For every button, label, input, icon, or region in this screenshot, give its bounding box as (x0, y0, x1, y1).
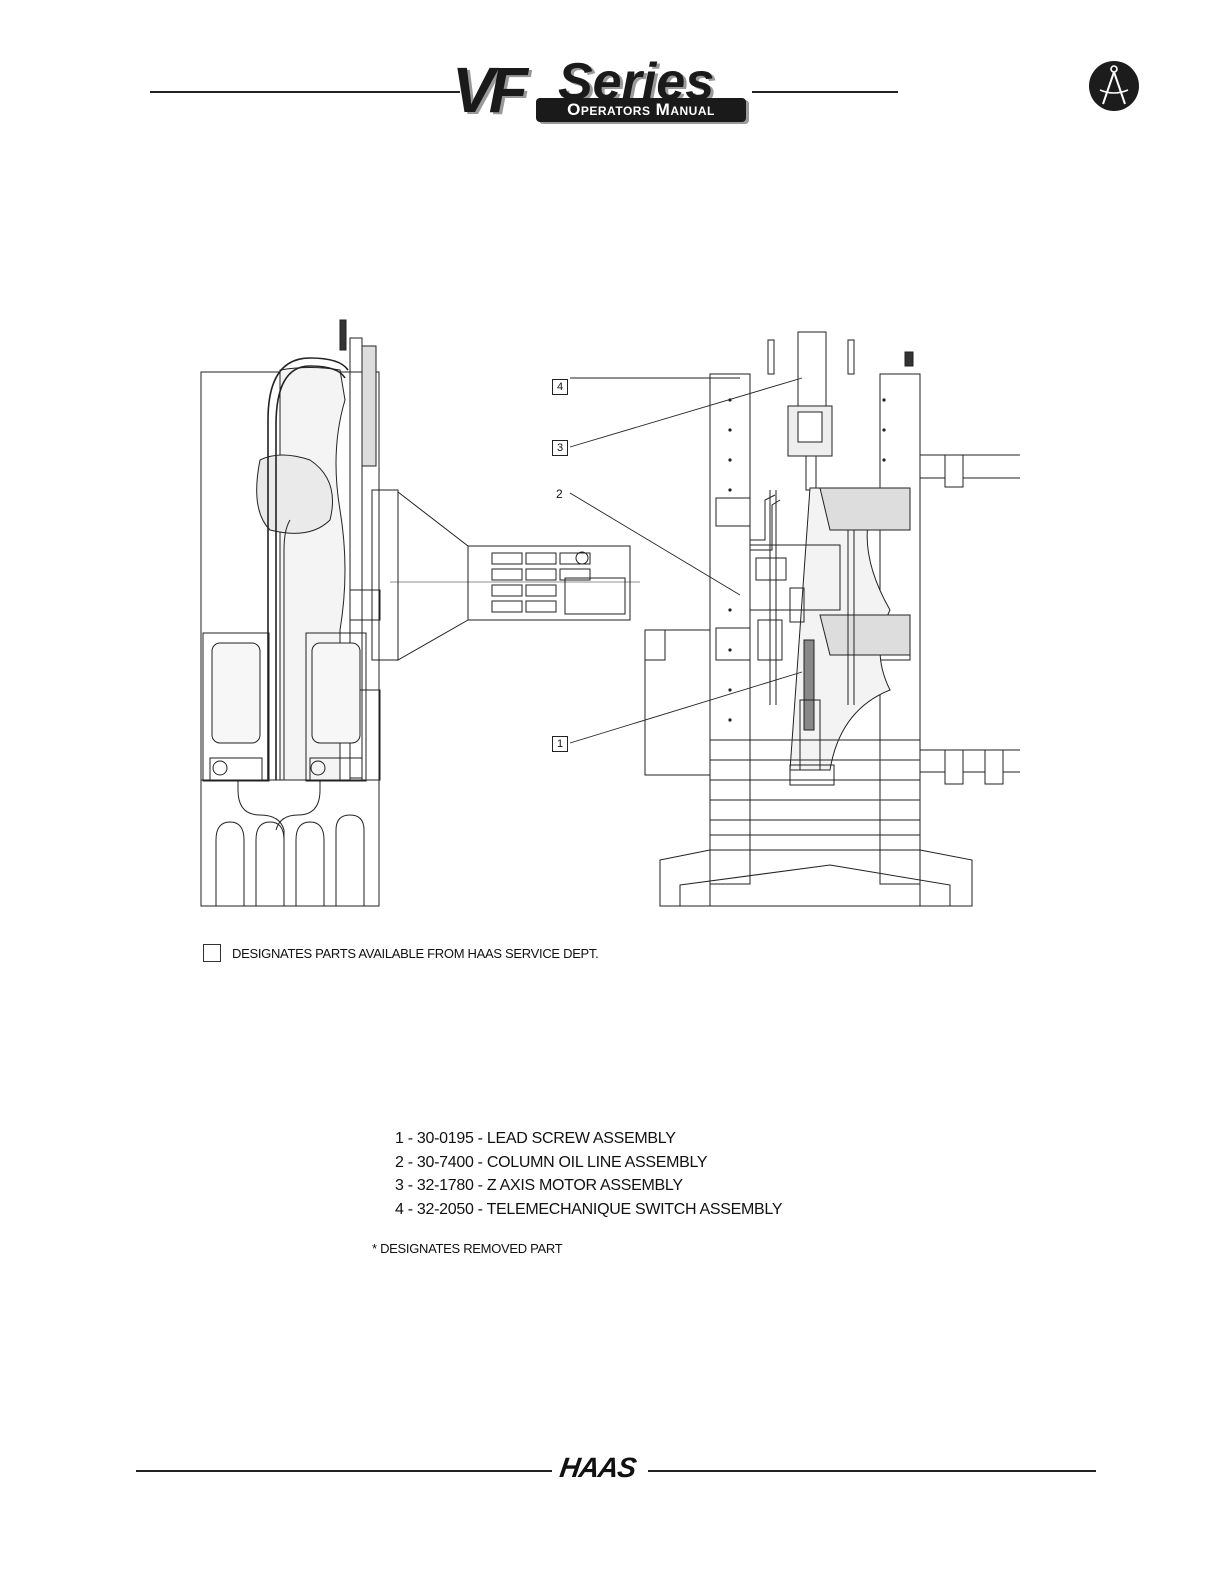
front-view (645, 332, 1020, 906)
haas-logo: HAAS (558, 1452, 638, 1484)
footer-rule-right (648, 1470, 1096, 1472)
header-rule-left (150, 91, 460, 93)
callout-1: 1 (552, 736, 568, 752)
logo-vf-text: VF (452, 58, 522, 122)
callout-2: 2 (556, 487, 563, 501)
parts-list-item: 3 - 32-1780 - Z AXIS MOTOR ASSEMBLY (395, 1174, 782, 1198)
removed-part-note: * DESIGNATES REMOVED PART (372, 1241, 562, 1256)
parts-list: 1 - 30-0195 - LEAD SCREW ASSEMBLY 2 - 30… (395, 1127, 782, 1221)
parts-list-item: 2 - 30-7400 - COLUMN OIL LINE ASSEMBLY (395, 1151, 782, 1175)
callout-3: 3 (552, 440, 568, 456)
legend-text: DESIGNATES PARTS AVAILABLE FROM HAAS SER… (232, 946, 598, 961)
parts-list-item: 1 - 30-0195 - LEAD SCREW ASSEMBLY (395, 1127, 782, 1151)
compass-icon (1088, 60, 1140, 112)
side-view (201, 320, 640, 906)
column-assembly-diagram (190, 310, 1020, 915)
callout-4: 4 (552, 379, 568, 395)
parts-list-item: 4 - 32-2050 - TELEMECHANIQUE SWITCH ASSE… (395, 1198, 782, 1222)
vf-series-logo: VF Series Operators Manual (452, 58, 757, 124)
header-rule-right (752, 91, 898, 93)
logo-subtitle-bar: Operators Manual (536, 98, 746, 122)
legend-swatch (203, 944, 221, 962)
logo-subtitle: Operators Manual (536, 100, 746, 120)
footer-rule-left (136, 1470, 552, 1472)
callout-leaders (570, 378, 802, 743)
